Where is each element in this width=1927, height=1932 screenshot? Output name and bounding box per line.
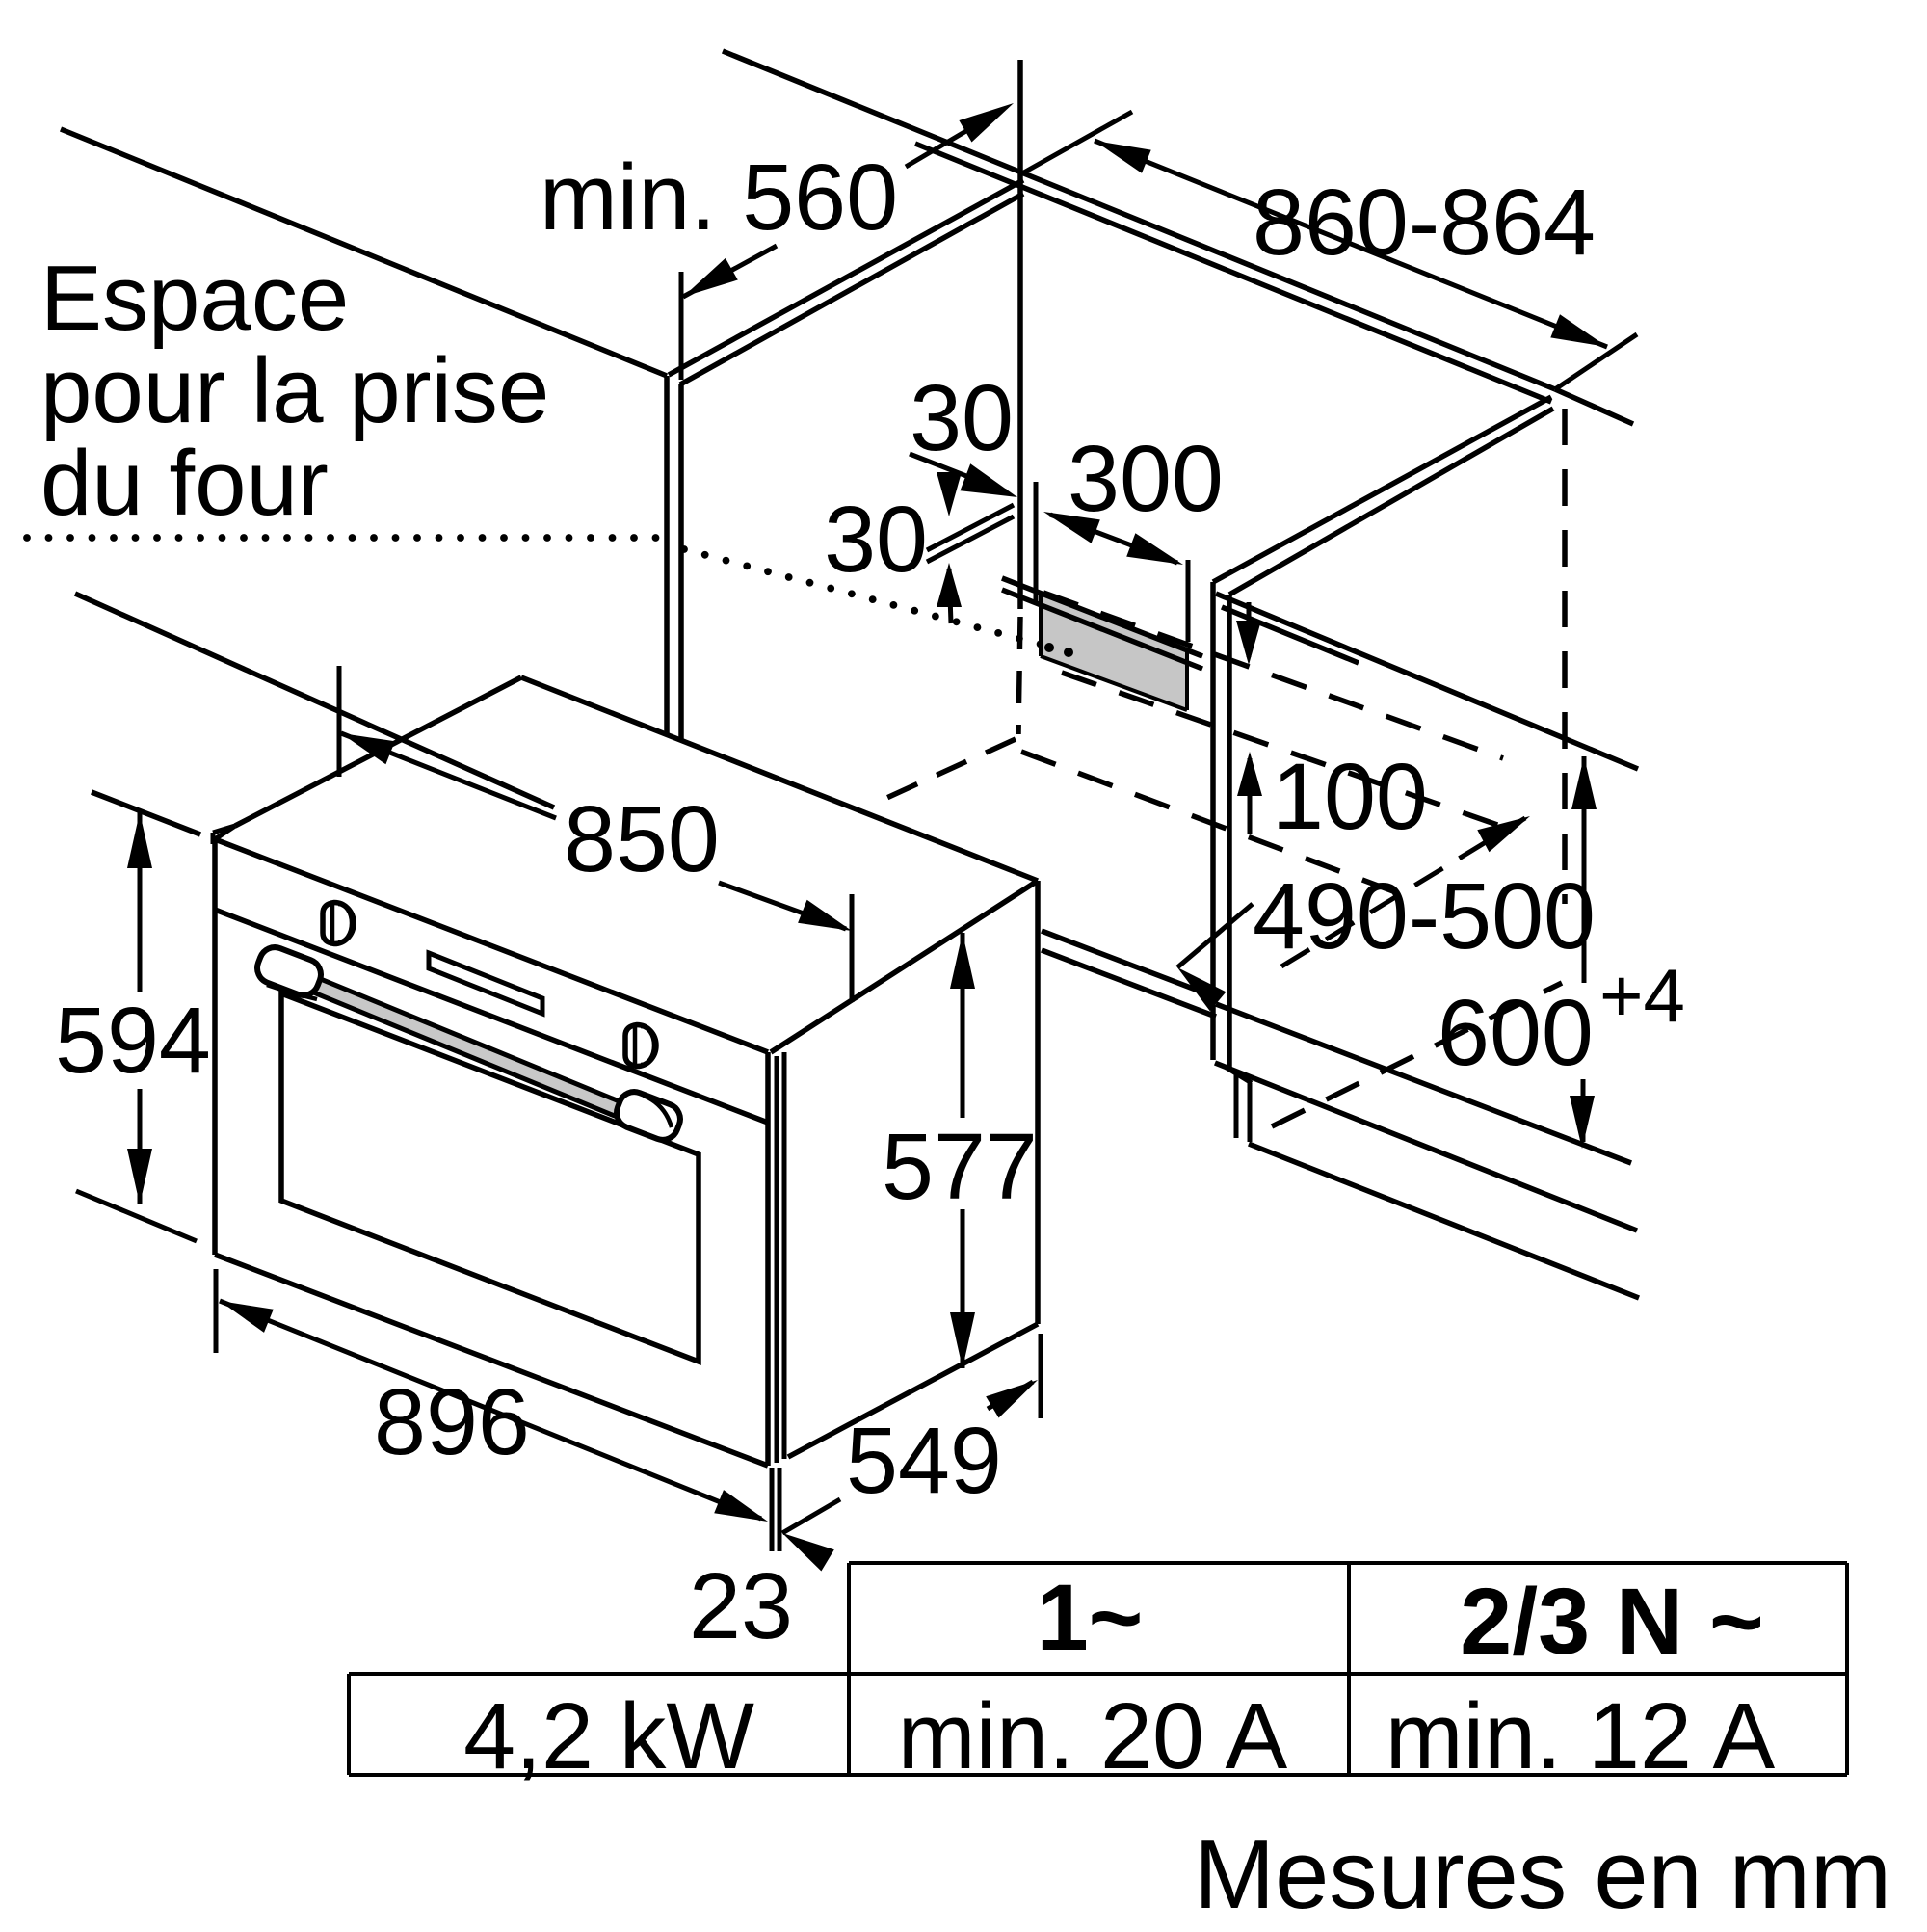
svg-text:30: 30 <box>824 487 928 592</box>
svg-text:577: 577 <box>882 1114 1038 1219</box>
svg-text:Mesures en mm: Mesures en mm <box>1194 1821 1891 1927</box>
svg-text:896: 896 <box>374 1369 530 1474</box>
svg-text:23: 23 <box>689 1553 793 1658</box>
svg-text:min. 12 A: min. 12 A <box>1386 1683 1776 1788</box>
svg-text:2/3 N ~: 2/3 N ~ <box>1460 1569 1763 1674</box>
svg-text:du four: du four <box>40 432 329 535</box>
svg-text:850: 850 <box>564 786 720 891</box>
svg-text:300: 300 <box>1068 426 1224 531</box>
svg-text:860-864: 860-864 <box>1253 170 1596 275</box>
svg-text:4,2 kW: 4,2 kW <box>463 1683 754 1788</box>
svg-text:min. 560: min. 560 <box>540 145 898 250</box>
svg-text:549: 549 <box>846 1408 1002 1513</box>
svg-text:600: 600 <box>1438 980 1594 1085</box>
svg-text:594: 594 <box>55 988 211 1093</box>
svg-text:100: 100 <box>1272 744 1428 849</box>
svg-text:1~: 1~ <box>1037 1565 1144 1670</box>
svg-text:+4: +4 <box>1599 953 1685 1038</box>
svg-text:Espace: Espace <box>40 247 349 350</box>
svg-text:30: 30 <box>910 365 1014 470</box>
svg-text:min. 20 A: min. 20 A <box>898 1683 1288 1788</box>
svg-text:pour la prise: pour la prise <box>40 339 549 442</box>
